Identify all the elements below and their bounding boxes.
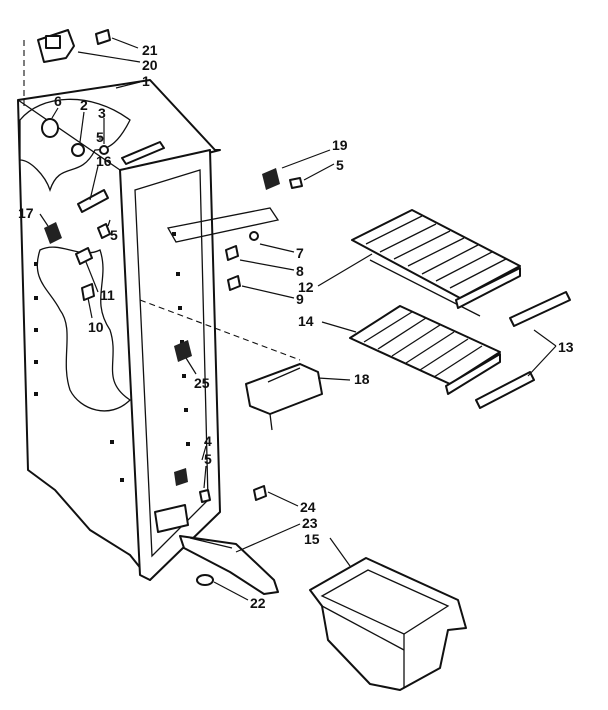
callout-labels: 21 20 1 6 2 3 5 16 17 5 11 10 25 4 5 19 … xyxy=(18,42,574,611)
callout-9: 9 xyxy=(296,291,304,307)
callout-21: 21 xyxy=(142,42,158,58)
dashed-alignment xyxy=(139,299,301,361)
freezer-pan-15 xyxy=(309,557,467,691)
callout-2: 2 xyxy=(80,97,88,113)
part-11-clip xyxy=(75,247,93,265)
callout-25: 25 xyxy=(194,375,210,391)
callout-15: 15 xyxy=(304,531,320,547)
callout-16: 16 xyxy=(96,153,112,169)
wire-shelf-12 xyxy=(351,209,521,317)
shelf-support-outline xyxy=(166,207,280,243)
callout-11: 11 xyxy=(100,287,115,303)
part-19-damper xyxy=(262,168,280,190)
callout-24: 24 xyxy=(300,499,316,515)
part-8-clip xyxy=(225,245,239,261)
callout-1: 1 xyxy=(142,73,150,89)
callout-6: 6 xyxy=(54,93,62,109)
callout-10: 10 xyxy=(88,319,104,335)
part-3-screw xyxy=(99,145,109,155)
callout-7: 7 xyxy=(296,245,304,261)
callout-13: 13 xyxy=(558,339,574,355)
callout-14: 14 xyxy=(298,313,314,329)
callout-12: 12 xyxy=(298,279,314,295)
callout-18: 18 xyxy=(354,371,370,387)
callout-5c: 5 xyxy=(204,451,212,467)
part-2-plug xyxy=(71,143,85,157)
part-24-screw xyxy=(253,485,267,501)
shelf-support-13-lower xyxy=(475,371,535,409)
liner-holes xyxy=(34,232,190,482)
part-16-bracket xyxy=(77,189,109,213)
part-9-clip xyxy=(227,275,241,291)
leader-lines xyxy=(39,37,557,601)
part-10-clip xyxy=(81,283,95,301)
callout-5b: 5 xyxy=(110,227,118,243)
part-6-grommet xyxy=(41,118,59,138)
callout-5a: 5 xyxy=(96,129,104,145)
part-5-screw-right xyxy=(289,177,303,189)
callout-20: 20 xyxy=(142,57,158,73)
callout-4: 4 xyxy=(204,433,212,449)
callout-5d: 5 xyxy=(336,157,344,173)
part-22-foot xyxy=(196,574,214,586)
pan-rail-23 xyxy=(179,535,279,595)
callout-17: 17 xyxy=(18,205,34,221)
part-7-screw xyxy=(249,231,259,241)
part-17-thermostat xyxy=(44,222,62,244)
callout-3: 3 xyxy=(98,105,106,121)
part-5-screw-upper xyxy=(97,223,111,239)
callout-22: 22 xyxy=(250,595,266,611)
wire-shelf-14 xyxy=(349,305,501,395)
freezer-liner xyxy=(17,79,221,581)
callout-8: 8 xyxy=(296,263,304,279)
part-25-light-socket xyxy=(174,340,192,362)
callout-23: 23 xyxy=(302,515,318,531)
screw-21 xyxy=(95,29,111,45)
shelf-support-13-upper xyxy=(509,291,571,327)
top-bracket xyxy=(23,29,75,110)
callout-19: 19 xyxy=(332,137,348,153)
shelf-bracket-18 xyxy=(245,363,323,431)
part-4-bracket xyxy=(174,468,188,486)
part-5-screw-lower xyxy=(199,489,211,503)
